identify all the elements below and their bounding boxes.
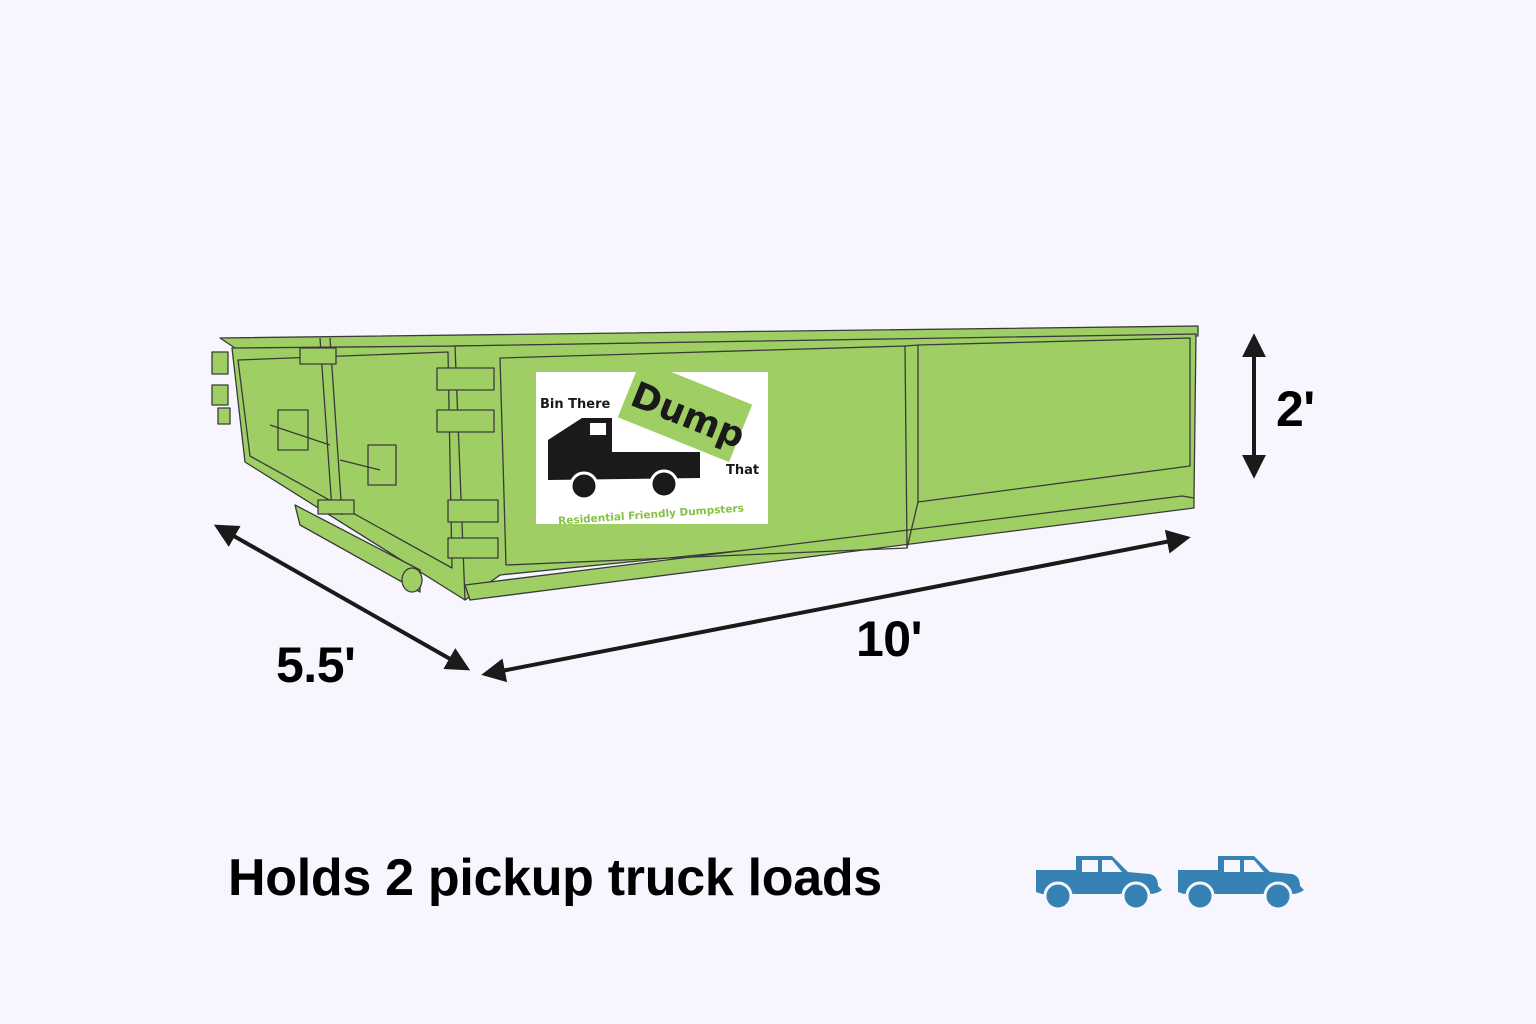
width-arrow (213, 524, 471, 671)
truck-load-icons (1032, 852, 1304, 912)
pickup-truck-icon (1036, 856, 1162, 911)
capacity-caption: Holds 2 pickup truck loads (228, 849, 882, 907)
height-label: 2' (1276, 381, 1315, 437)
dump-truck-icon (548, 418, 700, 501)
width-label: 5.5' (276, 637, 356, 693)
logo-bin-there-text: Bin There (540, 397, 610, 412)
logo-that-text: That (726, 463, 759, 478)
length-arrow (481, 529, 1191, 683)
length-label: 10' (856, 611, 923, 667)
pickup-truck-icon (1178, 856, 1304, 911)
company-logo: Dump Bin There That Residential Friendly… (536, 359, 768, 527)
